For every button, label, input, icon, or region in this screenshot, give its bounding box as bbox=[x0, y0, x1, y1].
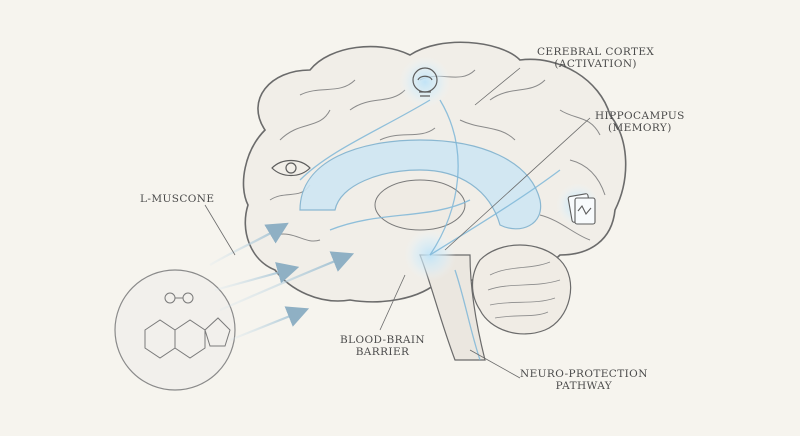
leader-lines bbox=[204, 67, 591, 379]
neural-pathways bbox=[299, 99, 561, 361]
blood-brain-barrier-label: BLOOD-BRAIN BARRIER bbox=[340, 334, 426, 358]
brainstem bbox=[419, 254, 486, 361]
cerebellum-folds bbox=[487, 261, 561, 319]
cerebral-cortex-label: CEREBRAL CORTEX (ACTIVATION) bbox=[537, 46, 655, 70]
hippocampus-label: HIPPOCAMPUS (MEMORY) bbox=[595, 110, 685, 134]
corpus-callosum bbox=[299, 139, 542, 230]
cerebellum bbox=[471, 244, 572, 335]
lightbulb-brain-icon bbox=[412, 67, 438, 97]
gyri-lines bbox=[269, 69, 606, 242]
neuro-protection-label: NEURO-PROTECTION PATHWAY bbox=[520, 368, 648, 392]
thalamus bbox=[374, 179, 466, 231]
brain-outline bbox=[242, 41, 627, 303]
molecule-icon bbox=[144, 292, 231, 359]
eye-icon bbox=[271, 159, 311, 177]
cards-icon bbox=[567, 193, 596, 225]
flow-arrows bbox=[209, 222, 355, 342]
cortex-glow bbox=[399, 56, 451, 108]
l-muscone-label: L-MUSCONE bbox=[140, 193, 215, 205]
